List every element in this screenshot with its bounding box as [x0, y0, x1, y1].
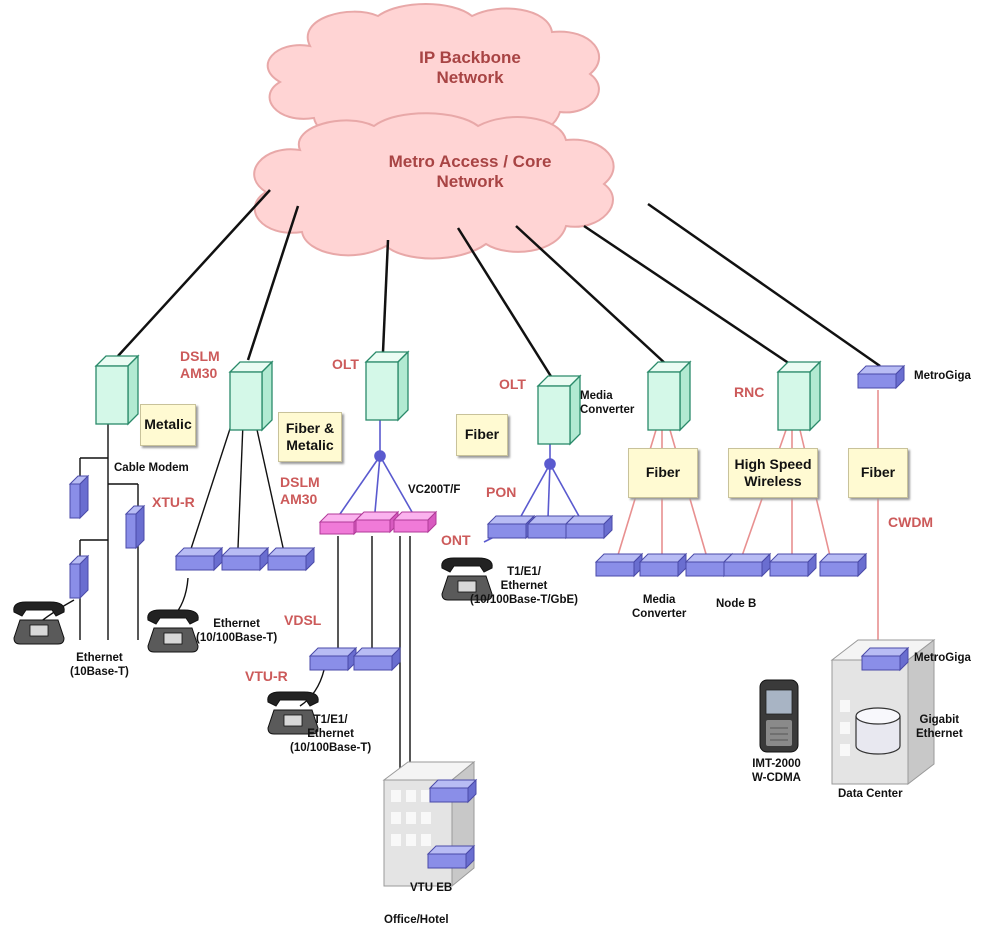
- metalic-box: Metalic: [140, 404, 196, 446]
- olt-label: OLT: [332, 356, 359, 372]
- ethernet-10base-label: Ethernet (10Base-T): [70, 652, 129, 678]
- cable-modem-device-icon: [69, 555, 89, 599]
- vtu-eb-device-icon: [427, 845, 475, 869]
- node-b-device-icon: [819, 553, 867, 577]
- vtu-eb-device-icon: [429, 779, 477, 803]
- media-converter-device-icon: [639, 553, 687, 577]
- uplink-lines: [117, 189, 881, 379]
- cable-modem-device-icon: [69, 475, 89, 519]
- olt-label-2: OLT: [499, 376, 526, 392]
- ont-label: ONT: [441, 532, 471, 548]
- xtu-r-label: XTU-R: [152, 494, 195, 510]
- vtu-eb-label: VTU EB: [410, 882, 453, 894]
- xtu-r-device-icon: [125, 505, 145, 549]
- media-converter-device-icon: [595, 553, 643, 577]
- fiber-media-box: Fiber: [628, 448, 698, 498]
- cable-modem-label: Cable Modem: [114, 462, 189, 474]
- vc200-device-icon: [355, 511, 399, 533]
- fiber-pon-box: Fiber: [456, 414, 508, 456]
- mobile-phone-icon: [759, 679, 799, 753]
- t1e1-10-100-label: T1/E1/ Ethernet (10/100Base-T): [290, 714, 372, 754]
- telephone-icon: [147, 609, 199, 653]
- gigabit-ethernet-label: Gigabit Ethernet: [916, 714, 963, 740]
- telephone-icon: [13, 601, 65, 645]
- node-b-device-icon: [723, 553, 771, 577]
- metrogiga-device-icon: [861, 647, 909, 671]
- node-b-device-icon: [769, 553, 817, 577]
- pon-label: PON: [486, 484, 517, 500]
- cable-modem-rack-icon: [95, 355, 139, 425]
- dslm-am30-top-label: DSLM AM30: [180, 348, 220, 381]
- vc200tf-label: VC200T/F: [408, 484, 461, 496]
- dslm-am30-mid-label: DSLM AM30: [280, 474, 320, 507]
- rnc-label: RNC: [734, 384, 765, 400]
- ip-backbone-cloud-icon: [266, 3, 601, 144]
- cwdm-label: CWDM: [888, 514, 934, 530]
- ethernet-10-100-label: Ethernet (10/100Base-T): [196, 618, 278, 644]
- fiber-metalic-box: Fiber & Metalic: [278, 412, 342, 462]
- t1e1-gbe-label: T1/E1/ Ethernet (10/100Base-T/GbE): [470, 566, 579, 606]
- ip-backbone-label: IP Backbone Network: [419, 48, 521, 88]
- metro-access-label: Metro Access / Core Network: [388, 152, 552, 192]
- media-converter-top-label: Media Converter: [580, 390, 635, 416]
- ont-device-icon: [565, 515, 613, 539]
- office-hotel-building-icon: [382, 760, 476, 888]
- fiber-cwdm-box: Fiber: [848, 448, 908, 498]
- vtu-r-label: VTU-R: [245, 668, 288, 684]
- vtu-r-device-icon: [353, 647, 401, 671]
- imt2000-label: IMT-2000 W-CDMA: [752, 758, 801, 784]
- media-converter-rack-icon: [647, 361, 691, 431]
- metrogiga-top-label: MetroGiga: [914, 370, 971, 382]
- ethernet-device-icon: [175, 547, 223, 571]
- database-icon: [855, 707, 901, 755]
- ethernet-device-icon: [221, 547, 269, 571]
- media-converter-bottom-label: Media Converter: [632, 594, 687, 620]
- metrogiga-bottom-label: MetroGiga: [914, 652, 971, 664]
- node-b-label: Node B: [716, 598, 757, 610]
- office-hotel-label: Office/Hotel: [384, 914, 449, 926]
- vdsl-label: VDSL: [284, 612, 322, 628]
- ethernet-device-icon: [267, 547, 315, 571]
- olt-pon-rack-icon: [537, 375, 581, 445]
- high-speed-wireless-box: High Speed Wireless: [728, 448, 818, 498]
- vtu-r-device-icon: [309, 647, 357, 671]
- data-center-label: Data Center: [838, 788, 903, 800]
- ont-device-icon: [487, 515, 535, 539]
- dslm-rack-icon: [229, 361, 273, 431]
- vc200-device-icon: [393, 511, 437, 533]
- rnc-rack-icon: [777, 361, 821, 431]
- metrogiga-device-icon: [857, 365, 905, 389]
- olt-rack-icon: [365, 351, 409, 421]
- metro-access-cloud-icon: [253, 112, 615, 260]
